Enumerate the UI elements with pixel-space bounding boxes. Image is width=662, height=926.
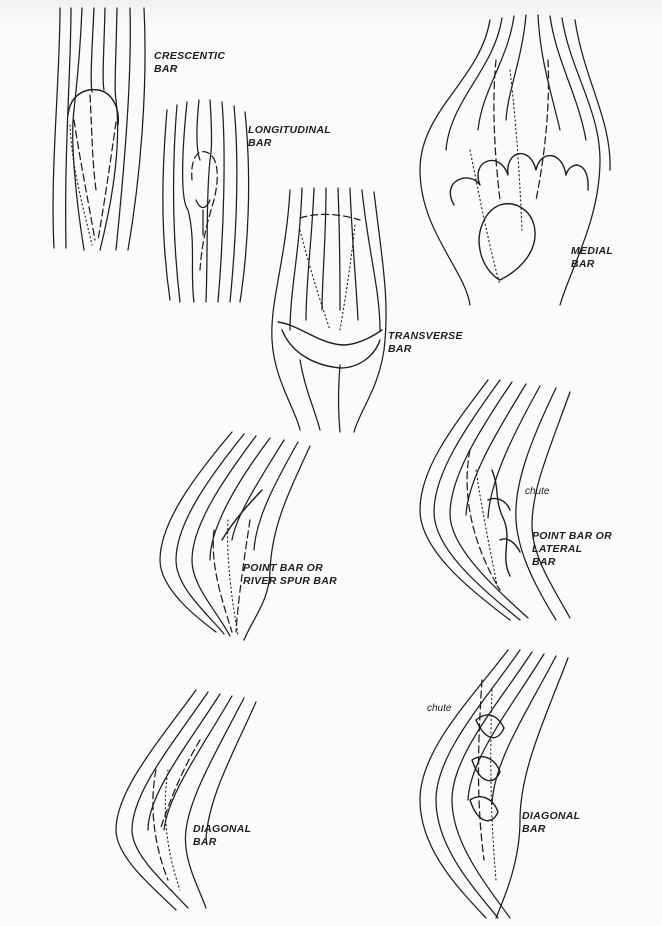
- point-river-spur-bar-label: POINT BAR orRIVER SPUR BAR: [243, 562, 337, 588]
- crescentic-bar-sketch: [53, 8, 145, 250]
- point-river-spur-bar-sketch: [160, 432, 310, 640]
- transverse-bar-sketch: [272, 188, 386, 432]
- chute-label-lower: chute: [427, 703, 451, 714]
- point-lateral-bar-label: POINT BAR orLATERALBAR: [532, 530, 612, 569]
- chute-label-upper: chute: [525, 486, 549, 497]
- diagonal-bar-left-sketch: [116, 690, 256, 910]
- longitudinal-bar-sketch: [163, 100, 249, 302]
- diagonal-bar-right-sketch: [420, 650, 568, 918]
- point-lateral-bar-sketch: [420, 380, 570, 620]
